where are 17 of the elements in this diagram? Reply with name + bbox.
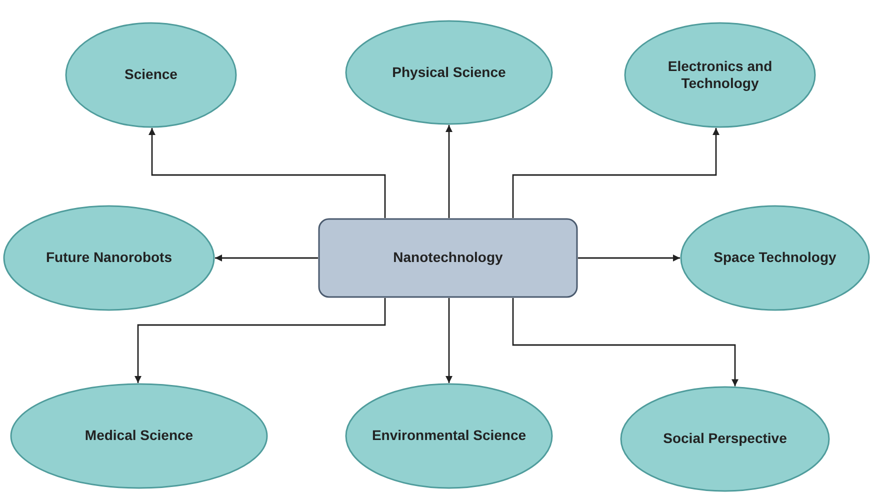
arrow [134,298,386,383]
arrow [446,125,452,218]
node-label: Environmental Science [372,427,526,445]
node-label: Future Nanorobots [46,249,172,267]
arrow [512,298,738,386]
node-label: Electronics and Technology [666,58,774,92]
node-label: Space Technology [714,249,836,267]
node-label: Medical Science [84,427,194,445]
node-label: Nanotechnology [393,249,503,267]
arrow [215,254,318,262]
arrow [578,254,680,262]
node-label: Science [124,66,178,84]
arrow [512,128,720,218]
arrow [148,128,386,218]
node-label: Physical Science [392,64,506,82]
node-label: Social Perspective [663,430,787,448]
arrow [446,298,452,383]
